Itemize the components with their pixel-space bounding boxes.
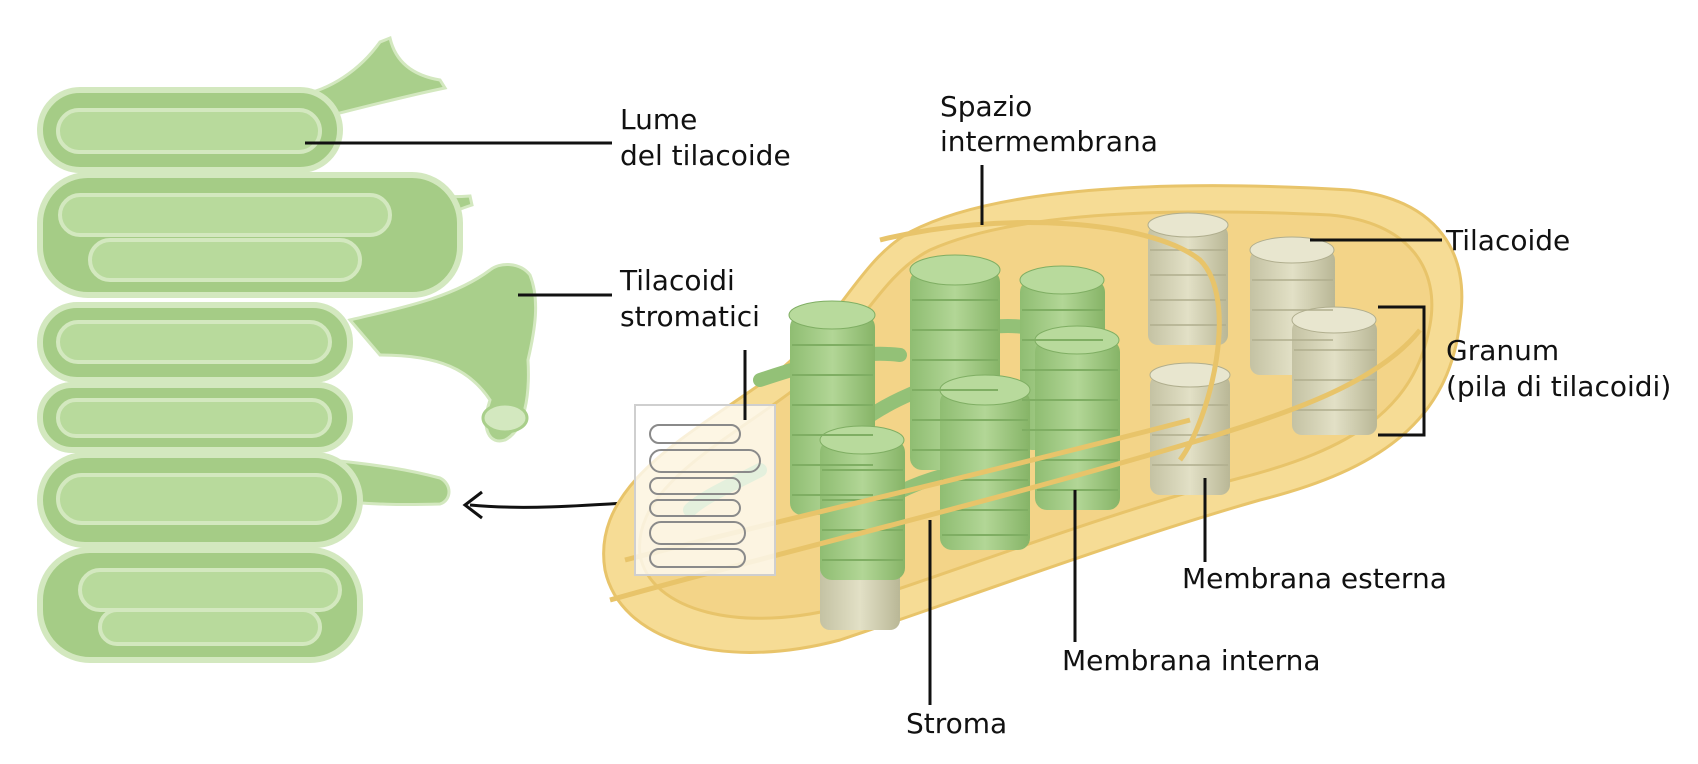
stromal-tube-1 <box>297 35 448 120</box>
label-stromal-1: Tilacoidi <box>619 264 735 297</box>
granum-bracket <box>1378 305 1426 437</box>
enlarged-thylakoid-stack <box>37 35 538 663</box>
chloroplast <box>602 184 1464 654</box>
label-granum-2: (pila di tilacoidi) <box>1446 370 1671 403</box>
label-outer-membrane: Membrana esterna <box>1182 562 1447 595</box>
inset-thylakoid-detail <box>634 404 776 576</box>
green-granum-stacks <box>788 254 1120 580</box>
label-granum-1: Granum <box>1446 334 1559 367</box>
label-inner-membrane: Membrana interna <box>1062 644 1321 677</box>
labels: Lume del tilacoide Tilacoidi stromatici … <box>619 90 1671 740</box>
label-thylakoid: Tilacoide <box>1445 224 1570 257</box>
label-intermembrane-1: Spazio <box>940 90 1032 123</box>
grey-granum-stacks <box>820 212 1377 630</box>
label-lumen-2: del tilacoide <box>620 139 791 172</box>
stack-discs <box>37 87 463 663</box>
label-lumen-1: Lume <box>620 103 697 136</box>
stromal-tube-3 <box>347 263 538 443</box>
label-stromal-2: stromatici <box>620 300 760 333</box>
label-intermembrane-2: intermembrana <box>940 125 1158 158</box>
leader-lines <box>305 141 1442 705</box>
label-stroma: Stroma <box>906 707 1007 740</box>
stromal-tube-opening <box>481 402 529 434</box>
